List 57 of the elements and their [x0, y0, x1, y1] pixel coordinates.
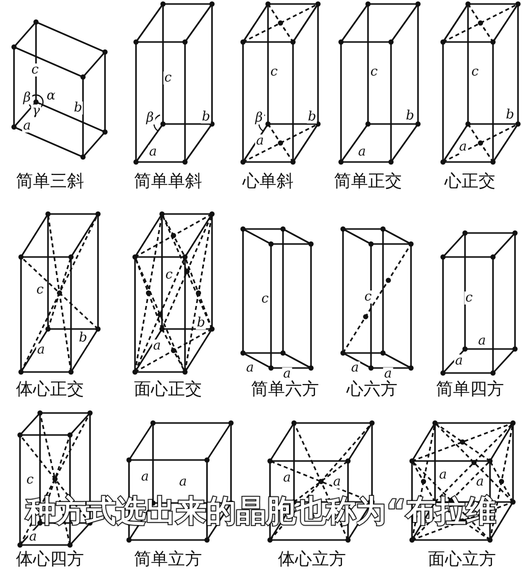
axis-label: c: [269, 66, 279, 78]
axis-label: a: [475, 476, 485, 488]
caption: 简单立方: [134, 552, 202, 568]
axis-label: a: [458, 140, 468, 154]
axis-label: a: [28, 530, 38, 544]
axis-label: c: [464, 292, 474, 304]
caption: 简单单斜: [134, 174, 202, 190]
axis-label: c: [363, 290, 373, 304]
axis-label: c: [164, 268, 174, 282]
axis-label: b: [78, 332, 88, 344]
axis-label: b: [504, 108, 516, 122]
axis-label: b: [196, 316, 206, 330]
caption: 体心四方: [16, 552, 84, 568]
axis-label: a: [178, 476, 188, 488]
caption: 心正交: [444, 174, 496, 190]
axis-label: c: [30, 64, 40, 76]
axis-label: c: [163, 72, 173, 84]
axis-label: a: [148, 146, 158, 158]
axis-label: c: [260, 292, 270, 306]
axis-label: b: [72, 102, 84, 114]
axis-label: a: [245, 362, 255, 374]
axis-label: a: [282, 368, 292, 380]
axis-label: c: [35, 284, 45, 296]
caption: 面心立方: [428, 552, 496, 568]
axis-label: a: [454, 354, 464, 368]
axis-label: b: [200, 110, 212, 124]
axis-label: a: [140, 470, 150, 484]
axis-label: a: [438, 468, 448, 482]
axis-label: β: [254, 112, 264, 124]
axis-label: a: [255, 134, 265, 148]
caption: 体心正交: [16, 382, 84, 398]
axis-label: c: [369, 66, 379, 78]
axis-label: β: [145, 112, 155, 124]
axis-label: a: [350, 362, 360, 374]
caption: 简单四方: [436, 382, 504, 398]
caption: 简单三斜: [16, 174, 84, 190]
axis-label: b: [404, 110, 416, 122]
axis-label: α: [46, 90, 56, 102]
axis-label: a: [22, 120, 32, 132]
caption: 体心立方: [278, 552, 346, 568]
axis-label: b: [306, 110, 318, 124]
axis-label: a: [282, 472, 292, 484]
caption: 简单六方: [251, 382, 319, 398]
axis-label: a: [152, 340, 162, 352]
caption: 心单斜: [242, 174, 294, 190]
axis-label: a: [36, 344, 46, 356]
axis-label: β: [22, 92, 32, 104]
caption: 面心正交: [134, 382, 202, 398]
axis-label: c: [25, 474, 35, 486]
caption: 简单正交: [334, 174, 402, 190]
axis-label: a: [477, 334, 487, 348]
caption: 心六方: [346, 382, 398, 398]
axis-label: a: [383, 368, 393, 380]
axis-label: γ: [31, 104, 41, 118]
axis-label: a: [357, 146, 367, 158]
axis-label: c: [470, 66, 480, 78]
axis-label: a: [332, 476, 342, 488]
